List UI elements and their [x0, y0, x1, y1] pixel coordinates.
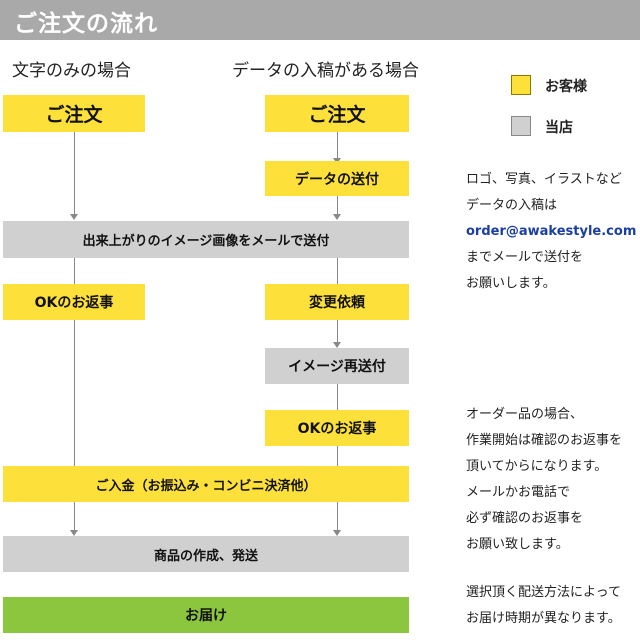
note-line: お願いします。: [466, 276, 556, 291]
step-delivery: お届け: [3, 597, 409, 633]
connector-line: [337, 446, 338, 466]
legend-swatch-customer: [511, 75, 531, 95]
note-line: メールかお電話で: [466, 485, 571, 500]
step-send-data: データの送付: [265, 161, 409, 196]
step-change-request: 変更依頼: [265, 284, 409, 320]
header-bar: ご注文の流れ: [0, 0, 640, 40]
note-line: ロゴ、写真、イラストなど: [466, 172, 622, 187]
email-link[interactable]: order@awakestyle.com: [466, 224, 637, 239]
legend-swatch-store: [511, 116, 531, 136]
note-line: お届け時期が異なります。: [466, 611, 621, 626]
note-line: オーダー品の場合、: [466, 407, 584, 422]
note-line: データの入稿は: [466, 198, 558, 213]
step-payment: ご入金（お振込み・コンビニ決済他）: [3, 466, 409, 502]
arrow-down-icon: [333, 530, 341, 536]
note-line: 選択頂く配送方法によって: [466, 585, 621, 600]
page-title: ご注文の流れ: [14, 11, 158, 37]
column-label-text-only: 文字のみの場合: [12, 61, 131, 81]
connector-line: [337, 258, 338, 284]
connector-line: [74, 258, 75, 284]
step-order-right: ご注文: [265, 95, 409, 132]
step-proof-image: 出来上がりのイメージ画像をメールで送付: [3, 221, 409, 258]
arrow-down-icon: [70, 214, 78, 220]
legend-label-store: 当店: [545, 120, 573, 136]
connector-line: [337, 320, 338, 344]
connector-line: [74, 132, 75, 216]
note-line: 必ず確認のお返事を: [466, 511, 584, 526]
note-line: までメールで送付を: [466, 250, 584, 265]
connector-line: [337, 196, 338, 216]
connector-line: [337, 132, 338, 160]
step-ok-reply-left: OKのお返事: [3, 284, 145, 320]
column-label-with-data: データの入稿がある場合: [232, 61, 419, 81]
connector-line: [74, 320, 75, 466]
note-line: 頂いてからになります。: [466, 459, 608, 474]
arrow-down-icon: [333, 342, 341, 348]
connector-line: [74, 502, 75, 532]
step-ok-reply-right: OKのお返事: [265, 410, 409, 446]
note-shipping-time: 選択頂く配送方法によって お届け時期が異なります。: [466, 580, 621, 632]
arrow-down-icon: [333, 214, 341, 220]
step-production-shipping: 商品の作成、発送: [3, 536, 409, 572]
connector-line: [337, 502, 338, 532]
step-resend-image: イメージ再送付: [265, 348, 409, 384]
connector-line: [337, 384, 338, 410]
arrow-down-icon: [70, 530, 78, 536]
legend-label-customer: お客様: [545, 79, 587, 95]
note-data-submission: ロゴ、写真、イラストなど データの入稿は order@awakestyle.co…: [466, 167, 636, 297]
note-line: 作業開始は確認のお返事を: [466, 433, 623, 448]
note-custom-order: オーダー品の場合、 作業開始は確認のお返事を 頂いてからになります。 メールかお…: [466, 402, 622, 558]
note-line: お願い致します。: [466, 537, 569, 552]
step-order-left: ご注文: [3, 95, 145, 132]
